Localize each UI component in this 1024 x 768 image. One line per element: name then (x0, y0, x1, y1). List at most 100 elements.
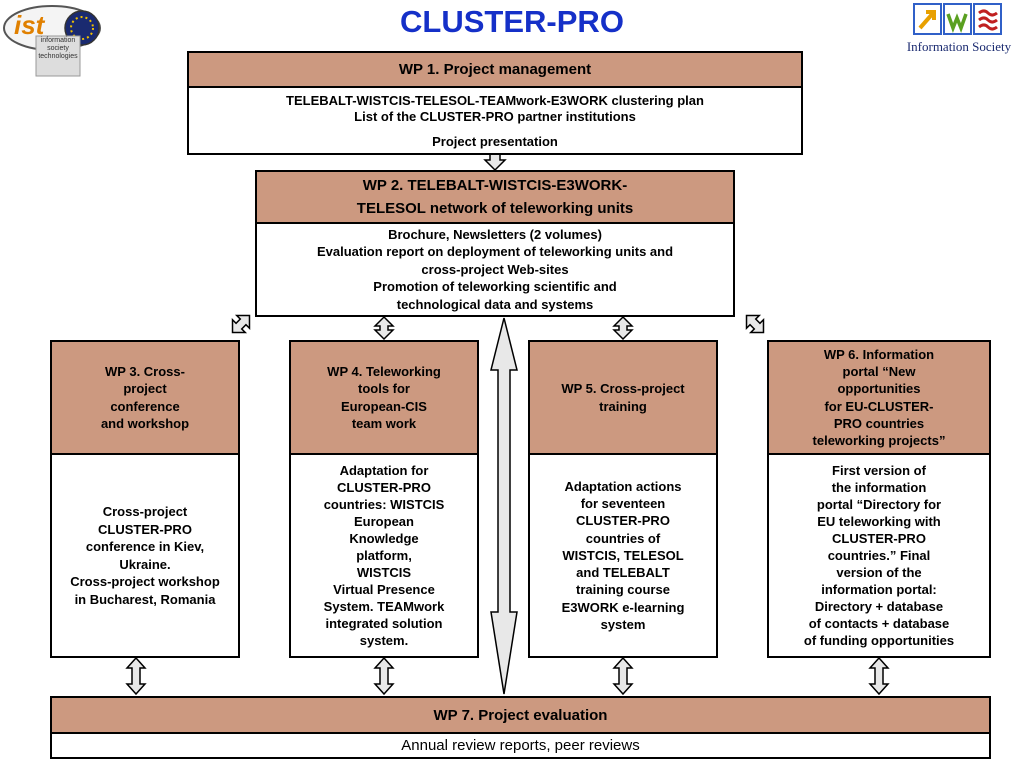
wp1-line: TELEBALT-WISTCIS-TELESOL-TEAMwork-E3WORK… (286, 93, 704, 108)
wp4-header-line: team work (351, 416, 417, 431)
wp4-line: WISTCIS (356, 565, 412, 580)
wp7-body: Annual review reports, peer reviews (52, 734, 989, 757)
wp4-line: system. (359, 633, 409, 648)
wp6-line: countries.” Final (827, 548, 931, 563)
wp3-box: WP 3. Cross- project conference and work… (50, 340, 240, 658)
wp2-line: Brochure, Newsletters (2 volumes) (388, 226, 602, 242)
wp7-body-text: Annual review reports, peer reviews (401, 737, 640, 754)
wp6-header-line: WP 6. Information (823, 346, 935, 362)
wp5-line: E3WORK e-learning (561, 599, 685, 615)
wp6-header: WP 6. Information portal “New opportunit… (769, 342, 989, 455)
wp6-line: EU teleworking with (817, 514, 941, 529)
information-society-logo: Information Society (896, 2, 1022, 58)
ist-logo: ist information society technologies (2, 2, 106, 78)
wp6-body: First version of the information portal … (769, 455, 989, 656)
wp4-header-line: European-CIS (341, 398, 427, 414)
wp4-line: System. TEAMwork (323, 599, 445, 614)
ist-caption-line: information (40, 37, 76, 44)
wp1-line: Project presentation (432, 134, 558, 149)
wp5-line: countries of (585, 530, 661, 546)
wp3-header: WP 3. Cross- project conference and work… (52, 342, 238, 455)
wp6-line: Directory + database (814, 599, 944, 614)
double-arrow-wp6-wp7 (868, 656, 890, 696)
wp5-header-line: training (599, 398, 647, 414)
wp1-body: TELEBALT-WISTCIS-TELESOL-TEAMwork-E3WORK… (189, 88, 801, 153)
wp2-line: Promotion of teleworking scientific and (373, 279, 617, 295)
wp2-header-line: TELESOL network of teleworking units (356, 200, 634, 217)
wp1-line: List of the CLUSTER-PRO partner institut… (354, 109, 636, 124)
wp5-line: training course (576, 582, 670, 598)
wp6-line: First version of (832, 463, 926, 478)
wp4-line: integrated solution (325, 616, 443, 631)
wp2-body: Brochure, Newsletters (2 volumes) Evalua… (257, 224, 733, 315)
ist-caption-line: technologies (38, 53, 78, 60)
wp3-header-line: and workshop (100, 416, 190, 431)
ist-logo-caption: information society technologies (36, 37, 80, 61)
wp2-header-line: WP 2. TELEBALT-WISTCIS-E3WORK- (362, 177, 628, 194)
wp4-header: WP 4. Teleworking tools for European-CIS… (291, 342, 477, 455)
wp4-line: platform, (356, 548, 412, 563)
arrow-down-wp1-wp2 (483, 153, 507, 172)
wp4-line: CLUSTER-PRO (337, 480, 431, 495)
wp3-line: in Bucharest, Romania (74, 591, 216, 607)
wp6-line: CLUSTER-PRO (832, 531, 926, 546)
wp1-header-label: WP 1. Project management (398, 61, 592, 78)
wp2-box: WP 2. TELEBALT-WISTCIS-E3WORK- TELESOL n… (255, 170, 735, 317)
wp6-header-line: opportunities (837, 381, 921, 397)
wp3-line: conference in Kiev, (85, 539, 205, 554)
wp6-header-line: teleworking projects” (812, 433, 946, 449)
wp5-header: WP 5. Cross-project training (530, 342, 716, 455)
wp6-header-line: for EU-CLUSTER- (824, 398, 934, 414)
double-arrow-wp2-wp5 (612, 315, 634, 341)
wp1-header: WP 1. Project management (189, 53, 801, 88)
wp7-box: WP 7. Project evaluation Annual review r… (50, 696, 991, 759)
wp7-header-label: WP 7. Project evaluation (433, 706, 608, 724)
wp1-box: WP 1. Project management TELEBALT-WISTCI… (187, 51, 803, 155)
wp4-line: Adaptation for (339, 463, 429, 478)
double-arrow-wp3-wp7 (125, 656, 147, 696)
wp5-header-line: WP 5. Cross-project (561, 381, 685, 396)
wp6-line: of funding opportunities (803, 633, 955, 648)
wp4-header-line: WP 4. Teleworking (327, 363, 441, 379)
wp5-line: Adaptation actions (564, 479, 682, 495)
wp7-header: WP 7. Project evaluation (52, 698, 989, 734)
wp3-body: Cross-project CLUSTER-PRO conference in … (52, 455, 238, 656)
double-arrow-wp2-wp4 (373, 315, 395, 341)
double-arrow-wp2-wp6 (745, 314, 765, 334)
wp2-line: technological data and systems (396, 296, 594, 312)
wp6-line: of contacts + database (808, 616, 950, 631)
wp5-line: WISTCIS, TELESOL (562, 547, 684, 563)
wp3-header-line: project (123, 381, 167, 396)
ist-logo-graphic (3, 5, 101, 77)
information-society-icon (913, 3, 1002, 35)
wp4-header-line: tools for (358, 381, 410, 396)
wp2-line: cross-project Web-sites (421, 261, 569, 277)
wp6-line: version of the (836, 565, 922, 580)
wp2-header: WP 2. TELEBALT-WISTCIS-E3WORK- TELESOL n… (257, 172, 733, 224)
long-double-arrow-wp2-wp7 (490, 317, 518, 695)
information-society-caption: Information Society (906, 39, 1012, 54)
page-title: CLUSTER-PRO (400, 4, 624, 39)
wp3-header-line: WP 3. Cross- (105, 363, 185, 379)
wp5-box: WP 5. Cross-project training Adaptation … (528, 340, 718, 658)
wp6-header-line: PRO countries (833, 415, 925, 431)
wp6-line: the information (831, 480, 927, 495)
wp4-line: Virtual Presence (333, 582, 435, 597)
wp3-line: Cross-project (102, 504, 188, 519)
ist-caption-line: society (47, 45, 69, 52)
wp4-box: WP 4. Teleworking tools for European-CIS… (289, 340, 479, 658)
ist-logo-text: ist (14, 10, 45, 40)
wp3-line: Cross-project workshop (70, 574, 220, 589)
double-arrow-wp5-wp7 (612, 656, 634, 696)
wp5-body: Adaptation actions for seventeen CLUSTER… (530, 455, 716, 656)
wp3-header-line: conference (110, 398, 180, 414)
double-arrow-wp4-wp7 (373, 656, 395, 696)
wp6-line: information portal: (821, 582, 937, 597)
wp4-line: Knowledge (349, 531, 419, 546)
wp5-line: system (600, 616, 646, 632)
wp6-line: portal “Directory for (816, 497, 942, 512)
wp4-body: Adaptation for CLUSTER-PRO countries: WI… (291, 455, 477, 656)
wp5-line: and TELEBALT (576, 565, 670, 581)
wp4-line: countries: WISTCIS (323, 497, 445, 512)
